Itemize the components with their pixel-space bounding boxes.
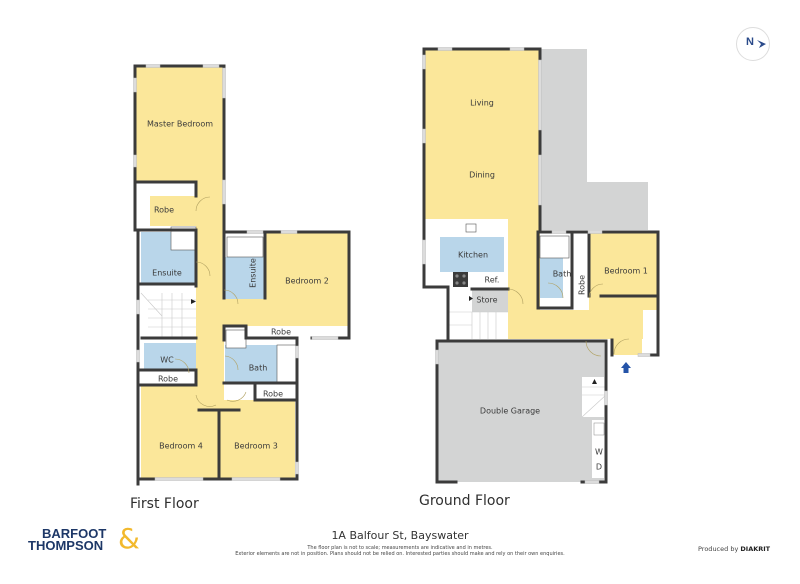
living-dining-area [424, 49, 540, 219]
label-bath-first: Bath [249, 364, 268, 373]
bed2-nook [312, 326, 349, 338]
label-robe-bed4: Robe [158, 375, 178, 384]
bedroom3-area [219, 400, 295, 479]
produced-by-prefix: Produced by [698, 545, 739, 553]
label-bedroom2: Bedroom 2 [285, 277, 329, 286]
label-kitchen: Kitchen [458, 251, 488, 260]
first-floor-windows [133, 64, 339, 481]
first-floor-plan: Master Bedroom Robe Ensuite Ensuite Bedr… [133, 64, 351, 486]
label-living: Living [470, 99, 494, 108]
label-ensuite-master: Ensuite [152, 269, 182, 278]
hall-link-area [224, 298, 265, 326]
kitchen-island [440, 237, 504, 272]
stairs-lines [140, 292, 196, 338]
label-washer: W [595, 448, 603, 457]
store-area [472, 289, 508, 312]
wc-area [144, 343, 196, 370]
label-wc: WC [160, 356, 174, 365]
stairs-area [141, 293, 196, 338]
cooktop-icon [453, 272, 468, 287]
bathtub-icon [226, 236, 264, 258]
robe-master-area [150, 196, 196, 226]
barfoot-thompson-logo: BARFOOT THOMPSON & [28, 522, 148, 559]
label-robe-bed2: Robe [271, 328, 291, 337]
shower-ground-icon [539, 235, 570, 259]
sink-icon [465, 223, 477, 233]
produced-by: Produced by DIAKRIT [698, 545, 770, 553]
robe-bed3-area [255, 387, 295, 400]
label-robe-ground: Robe [578, 275, 587, 295]
first-floor-doors [174, 196, 247, 407]
disclaimer-line2: Exterior elements are not in position. P… [235, 551, 565, 557]
north-compass: N [736, 27, 770, 61]
ground-floor-doors [507, 282, 630, 357]
logo-ampersand: & [118, 522, 140, 555]
robe-bed4-area [142, 372, 196, 385]
label-master-bedroom: Master Bedroom [147, 120, 213, 129]
logo-line2: THOMPSON [28, 538, 104, 553]
label-robe-bed3: Robe [263, 390, 283, 399]
hallway-area [196, 182, 224, 410]
ground-floor-plan: Living Dining Kitchen Ref. Store Bath Ro… [422, 47, 660, 484]
first-floor-title: First Floor [130, 496, 199, 512]
double-garage-area [437, 341, 604, 482]
bedroom4-area [141, 385, 219, 479]
property-address: 1A Balfour St, Bayswater [331, 529, 469, 542]
north-arrow-icon [757, 40, 766, 48]
robe-bed2-area [250, 326, 312, 338]
shower-bath-icon [225, 329, 247, 349]
master-closet-white [141, 182, 196, 196]
label-bedroom3: Bedroom 3 [234, 442, 278, 451]
entry-closet [643, 310, 657, 355]
label-dryer: D [596, 463, 602, 472]
ensuite-bed2-area [224, 257, 265, 299]
master-bedroom-area [135, 66, 224, 182]
label-bedroom4: Bedroom 4 [159, 442, 203, 451]
robe-ground-area [572, 234, 589, 310]
disclaimer-line1: The floor plan is not to scale; measurem… [307, 545, 493, 551]
tub-icon [593, 422, 605, 436]
label-store: Store [476, 296, 497, 305]
label-double-garage: Double Garage [480, 407, 540, 416]
cooktop-burners [455, 274, 466, 285]
entry-area [612, 310, 642, 355]
label-ensuite-bed2: Ensuite [249, 258, 258, 288]
garage-stairs-lines [581, 386, 607, 418]
label-ref: Ref. [485, 276, 500, 285]
compass-north-label: N [746, 36, 754, 48]
bedroom2-area [265, 233, 349, 326]
label-dining: Dining [469, 171, 495, 180]
garage-stairs-arrow-icon [592, 379, 597, 384]
produced-by-brand: DIAKRIT [740, 545, 771, 553]
entry-arrow-icon [621, 362, 631, 373]
label-bath-ground: Bath [553, 270, 572, 279]
label-bedroom1: Bedroom 1 [604, 267, 648, 276]
store-arrow-icon [469, 296, 473, 301]
stairs-arrow-icon [191, 299, 196, 304]
deck-area [540, 49, 648, 230]
logo-line1: BARFOOT [42, 526, 107, 541]
ground-floor-title: Ground Floor [419, 493, 510, 509]
ground-stairs-lines [448, 311, 508, 339]
label-robe-master: Robe [154, 206, 174, 215]
bath-tub-icon [276, 344, 298, 384]
bath-ground-area [540, 258, 563, 298]
ground-floor-windows [422, 47, 651, 484]
